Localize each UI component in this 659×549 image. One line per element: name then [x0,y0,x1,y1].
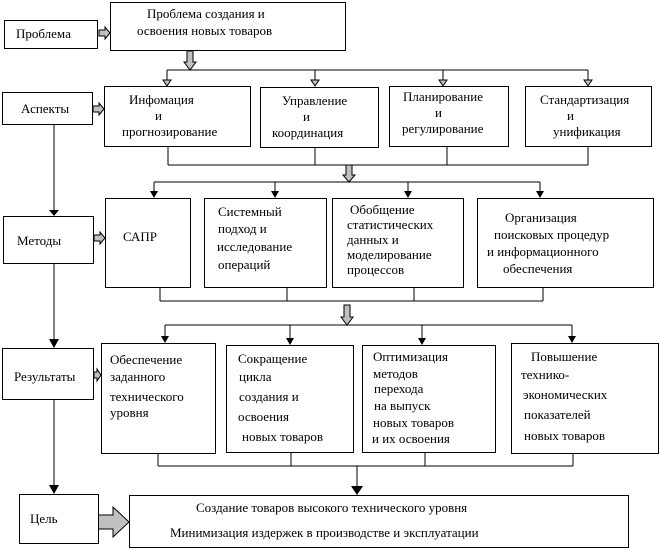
aspect-line: Инфомация [129,92,194,107]
result-line: на выпуск [374,398,431,413]
arrowhead-icon [583,79,593,87]
level-goal-box: Цель [19,494,99,544]
result-line: Сокращение [238,351,308,366]
aspect-line: Планирование [403,89,483,104]
result-line: технического [110,389,184,404]
result-line: цикла [239,369,272,384]
goal-line: Создание товаров высокого технического у… [196,500,468,515]
arrowhead-icon [310,79,320,87]
block-arrow-right-icon [93,367,102,383]
arrowhead-icon [49,210,59,216]
level-goal-label: Цель [30,511,58,526]
method-line: операций [218,257,271,272]
method-line: Организация [505,210,577,225]
aspect-box-standardization: Стандартизация и унификация [525,86,652,147]
method-line: Системный [218,204,282,219]
aspect-box-planning: Планирование и регулирование [389,86,509,147]
result-line: новых товаров [373,415,454,430]
block-arrow-right-icon [96,505,130,539]
aspect-line: координация [272,125,344,140]
result-box-economic-indicators: Повышение технико- экономических показат… [511,343,659,454]
aspect-line: Управление [282,93,348,108]
level-results-box: Результаты [2,348,94,400]
method-line: данных и [347,232,399,247]
problem-box: Проблема создания и освоения новых товар… [110,2,346,51]
result-box-cycle-reduction: Сокращение цикла создания и освоения нов… [226,345,354,453]
result-line: новых товаров [242,429,323,444]
method-line: поисковых процедур [494,227,610,242]
arrowhead-icon [536,191,544,198]
arrowhead-icon [351,486,363,495]
aspect-line: и [435,105,442,120]
method-line: и информационного [487,244,599,259]
arrowhead-icon [438,79,448,87]
result-box-technical-level: Обеспечение заданного технического уровн… [101,343,216,454]
block-arrow-down-icon [341,164,357,183]
method-line: подход и [218,221,267,236]
aspect-box-management: Управление и координация [260,87,379,148]
block-arrow-right-icon [98,25,111,41]
method-line: моделирование [347,247,432,262]
result-line: перехода [374,381,424,396]
result-line: Обеспечение [110,352,183,367]
arrowhead-icon [162,79,172,87]
block-arrow-right-icon [93,230,106,246]
aspect-line: прогнозирование [122,124,218,139]
result-line: создания и [239,389,299,404]
result-box-optimization: Оптимизация методов перехода на выпуск н… [362,345,496,453]
result-line: методов [373,366,418,381]
block-arrow-down-icon [340,304,354,326]
block-arrow-right-icon [92,101,105,117]
goal-line: Минимизация издержек в производстве и эк… [170,525,479,540]
level-aspects-box: Аспекты [2,92,93,125]
block-arrow-down-icon [183,50,197,71]
level-methods-box: Методы [3,216,94,264]
method-line: процессов [347,262,405,277]
level-results-label: Результаты [14,369,76,384]
result-line: заданного [110,369,166,384]
result-line: Оптимизация [373,349,448,364]
aspect-line: и [303,109,310,124]
aspect-line: Стандартизация [540,92,630,107]
result-line: освоения [238,409,289,424]
aspect-line: и [155,108,162,123]
aspect-line: и [567,108,574,123]
arrowhead-icon [404,191,412,198]
arrowhead-icon [161,336,169,343]
arrowhead-icon [49,339,59,348]
result-line: экономических [523,387,608,402]
level-aspects-label: Аспекты [21,101,70,116]
arrowhead-icon [49,485,59,494]
method-box-systems: Системный подход и исследование операций [204,198,327,288]
level-methods-label: Методы [17,233,62,248]
arrowhead-icon [271,191,279,198]
level-problem-label: Проблема [16,26,71,41]
goal-box: Создание товаров высокого технического у… [129,495,629,548]
result-line: показателей [524,407,591,422]
result-line: новых товаров [524,428,605,443]
method-line: исследование [217,239,293,254]
level-problem-box: Проблема [4,20,98,49]
aspect-box-information: Инфомация и прогнозирование [104,86,251,147]
arrowhead-icon [150,191,158,198]
aspect-line: унификация [553,124,621,139]
aspect-line: регулирование [402,121,484,136]
result-line: Повышение [531,349,598,364]
problem-line: Проблема создания и [147,6,265,21]
result-line: и их освоения [372,431,450,446]
problem-line: освоения новых товаров [137,23,273,38]
arrowhead-icon [418,338,426,345]
result-line: уровня [110,405,149,420]
method-box-search: Организация поисковых процедур и информа… [477,198,654,288]
result-line: технико- [521,367,570,382]
method-box-cad: САПР [105,198,191,288]
arrowhead-icon [286,338,294,345]
method-box-statistics: Обобщение статистических данных и модели… [332,198,464,288]
arrowhead-icon [568,336,576,343]
method-line: Обобщение [350,202,415,217]
method-line: обеспечения [503,261,573,276]
method-line: САПР [123,229,158,244]
method-line: статистических [347,217,434,232]
